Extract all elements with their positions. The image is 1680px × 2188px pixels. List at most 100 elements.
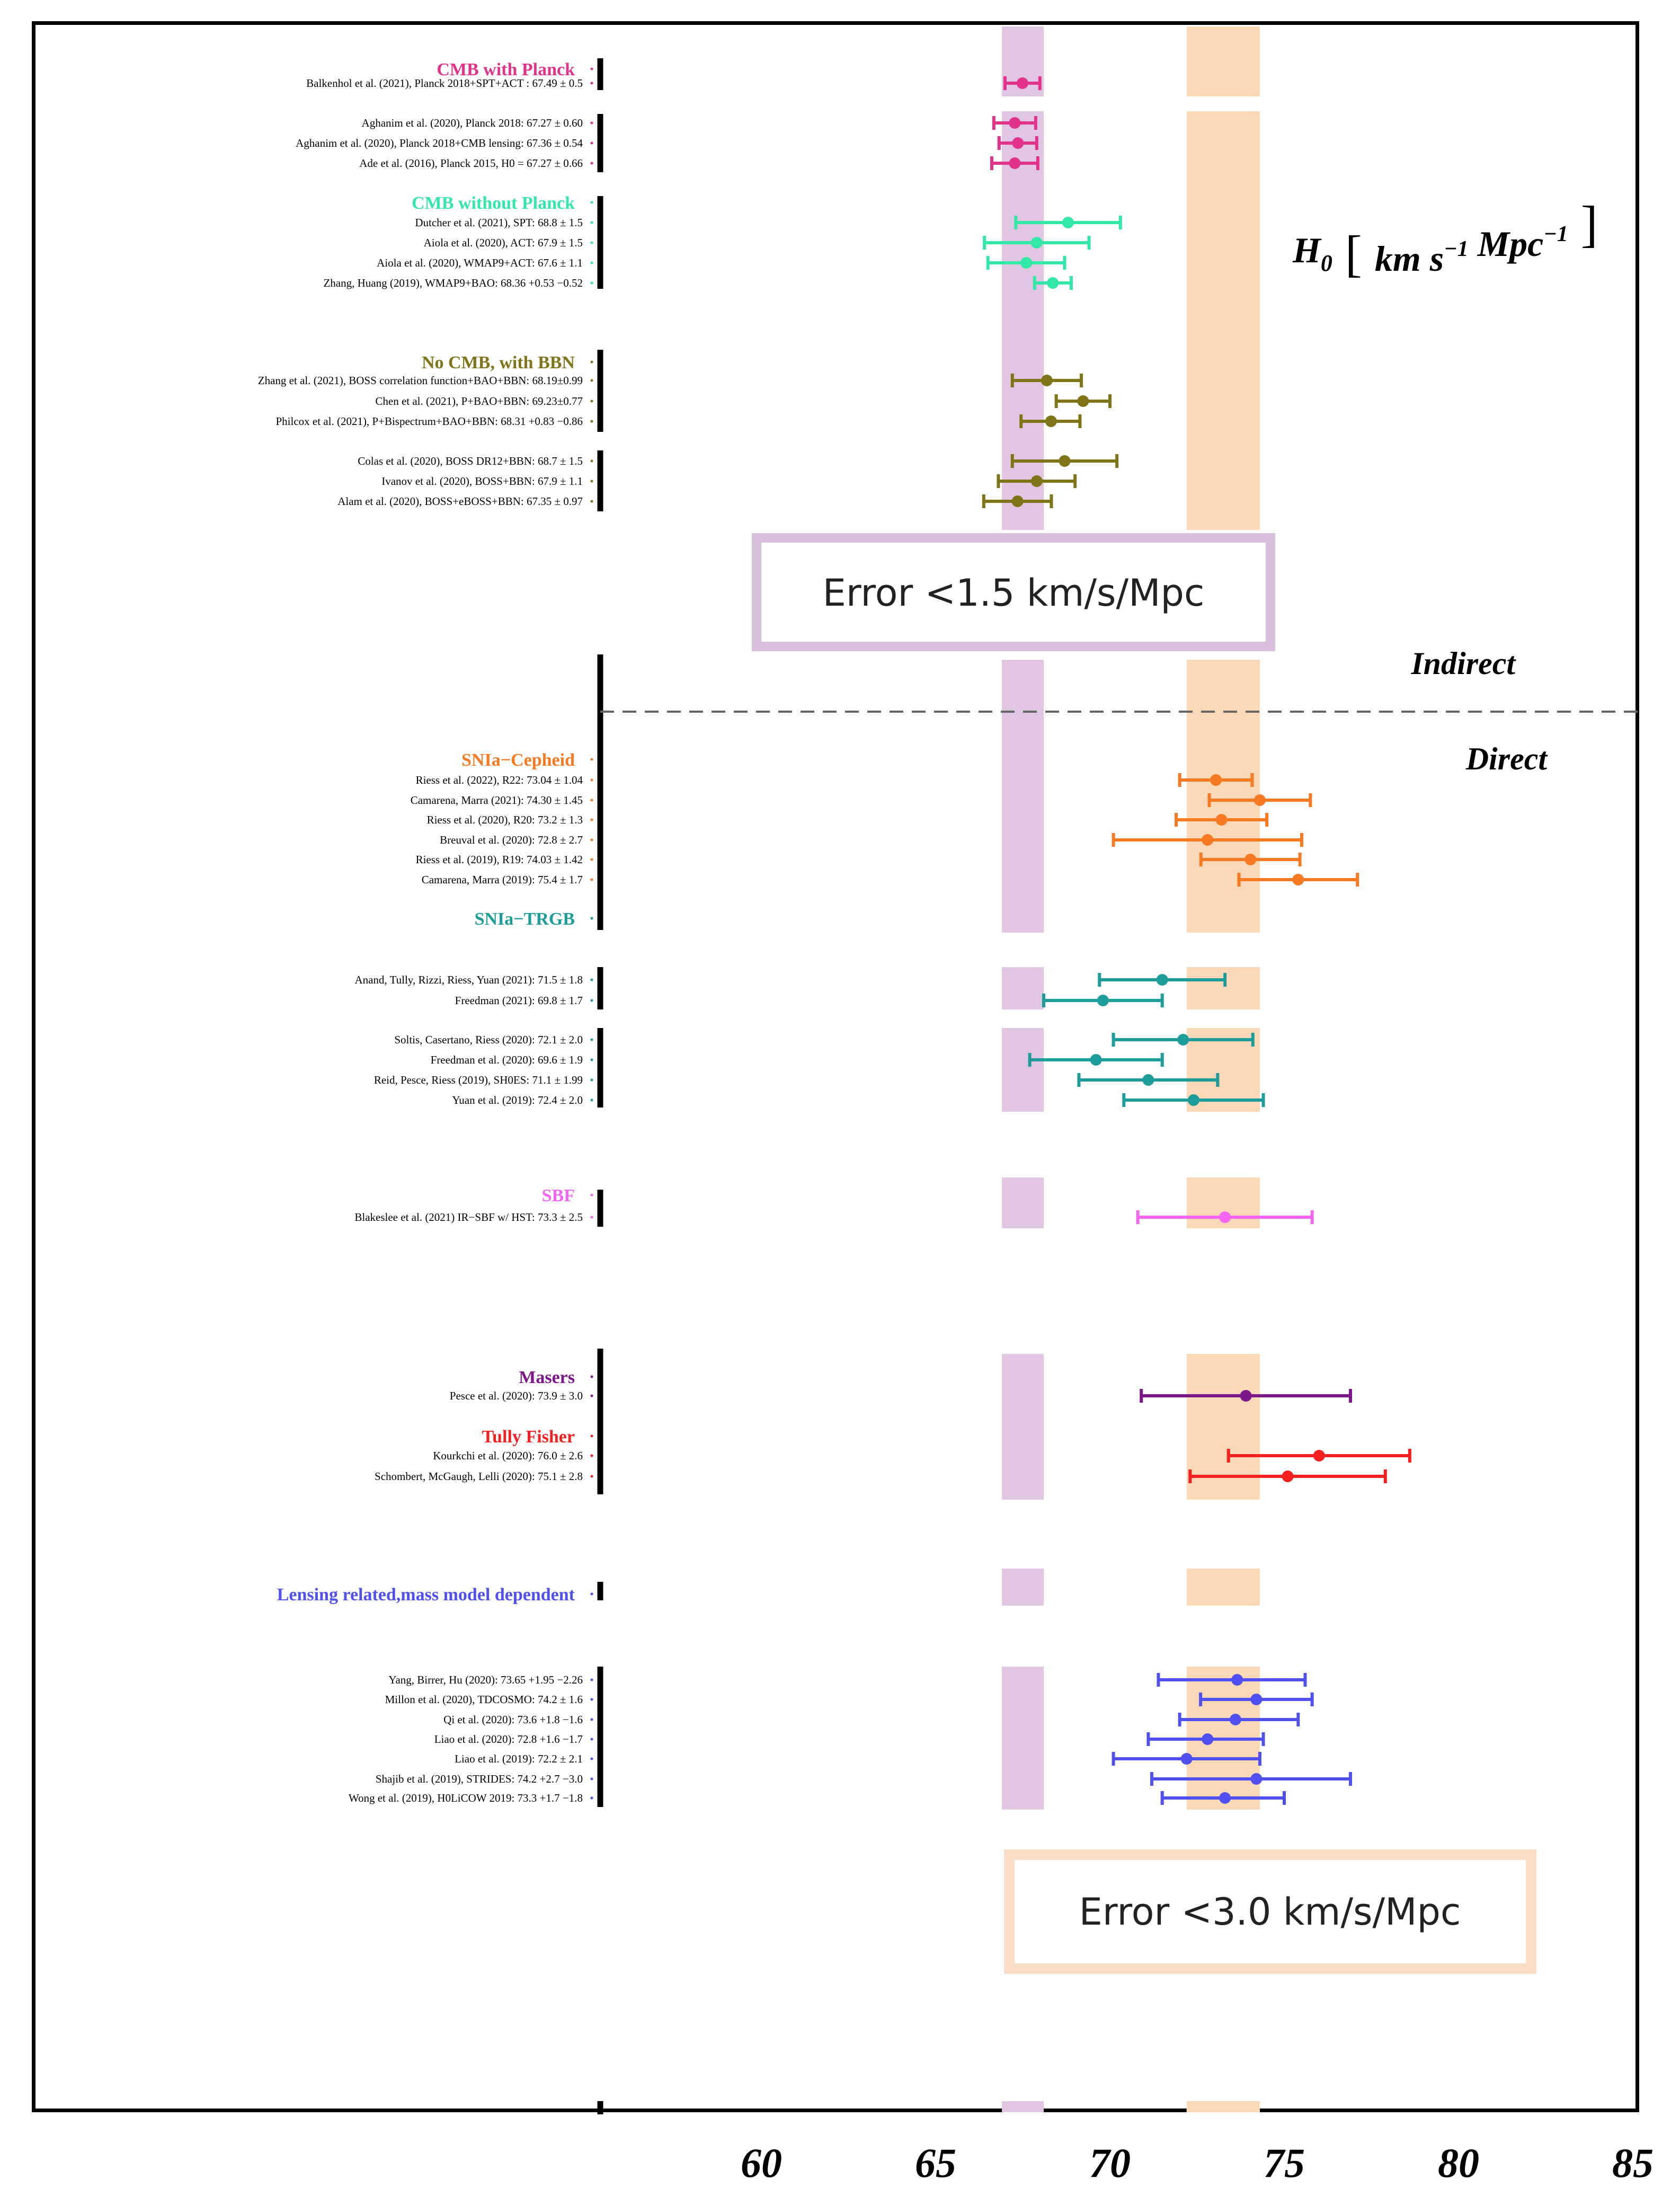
row-label-dot: [590, 999, 593, 1002]
shoes_band-foot: [1186, 2101, 1260, 2112]
row-label: Shajib et al. (2019), STRIDES: 74.2 +2.7…: [376, 1773, 583, 1785]
row-label: Zhang, Huang (2019), WMAP9+BAO: 68.36 +0…: [323, 277, 583, 289]
data-point: [1011, 495, 1024, 507]
group-title-dot-0: [590, 67, 593, 70]
row-label-dot: [590, 480, 593, 483]
planck_band-segment-8: [1002, 1667, 1044, 1810]
data-point: [1030, 475, 1043, 487]
data-point: [1187, 1094, 1199, 1106]
data-point: [1292, 874, 1304, 885]
direct-label: Direct: [1465, 741, 1549, 776]
row-label: Schombert, McGaugh, Lelli (2020): 75.1 ±…: [375, 1470, 583, 1483]
row-label-dot: [590, 1475, 593, 1478]
row-label: Aghanim et al. (2020), Planck 2018: 67.2…: [362, 117, 583, 129]
group-title-6: SNIa−TRGB: [475, 909, 575, 929]
planck_band-segment-2: [1002, 660, 1044, 933]
data-point: [1202, 834, 1214, 846]
row-label: Qi et al. (2020): 73.6 +1.8 −1.6: [443, 1713, 583, 1726]
x-tick-label: 65: [915, 2140, 956, 2186]
data-point: [1059, 455, 1071, 467]
row-label: Wong et al. (2019), H0LiCOW 2019: 73.3 +…: [349, 1792, 583, 1804]
data-point: [1009, 117, 1021, 129]
row-label-dot: [590, 500, 593, 503]
row-label-dot: [590, 1698, 593, 1701]
row-label: Freedman (2021): 69.8 ± 1.7: [455, 994, 583, 1007]
row-label-dot: [590, 978, 593, 981]
row-label: Soltis, Casertano, Riess (2020): 72.1 ± …: [394, 1033, 583, 1046]
group-title-12: Lensing related,mass model dependent: [277, 1585, 575, 1605]
row-label-dot: [590, 221, 593, 224]
row-label: Anand, Tully, Rizzi, Riess, Yuan (2021):…: [354, 973, 583, 986]
row-label-dot: [590, 281, 593, 285]
row-label: Liao et al. (2019): 72.2 ± 2.1: [455, 1752, 583, 1765]
row-label-dot: [590, 420, 593, 423]
h0-units-label: H0 [ km s−1 Mpc−1 ]: [1292, 196, 1598, 282]
group-title-5: SNIa−Cepheid: [461, 750, 575, 770]
data-point: [1245, 854, 1257, 865]
plot-frame: [32, 21, 1639, 2112]
data-point: [1041, 375, 1053, 386]
planck_band-segment-1: [1002, 111, 1044, 530]
row-label-dot: [590, 241, 593, 244]
planck_band-segment-5: [1002, 1177, 1044, 1228]
row-label: Aghanim et al. (2020), Planck 2018+CMB l…: [296, 137, 583, 149]
row-label: Ade et al. (2016), Planck 2015, H0 = 67.…: [359, 157, 583, 170]
row-label: Breuval et al. (2020): 72.8 ± 2.7: [440, 834, 583, 846]
x-tick-label: 75: [1264, 2140, 1305, 2186]
data-point: [1180, 1753, 1193, 1765]
x-tick-label: 80: [1438, 2140, 1479, 2186]
row-label: Camarena, Marra (2021): 74.30 ± 1.45: [411, 794, 583, 807]
row-label-dot: [590, 162, 593, 165]
data-point: [1231, 1674, 1243, 1686]
row-label-dot: [590, 1078, 593, 1082]
planck_band-segment-3: [1002, 967, 1044, 1009]
group-title-0: CMB with Planck: [437, 60, 575, 79]
row-label: Alam et al. (2020), BOSS+eBOSS+BBN: 67.3…: [337, 495, 583, 508]
row-label-dot: [590, 400, 593, 403]
indirect-error-text: Error <1.5 km/s/Mpc: [823, 571, 1205, 615]
data-point: [1045, 415, 1057, 427]
data-point: [1250, 1773, 1263, 1785]
row-label-dot: [590, 121, 593, 125]
row-label-dot: [590, 379, 593, 382]
group-title-dot-6: [590, 917, 593, 920]
row-label: Riess et al. (2020), R20: 73.2 ± 1.3: [427, 813, 583, 826]
row-label: Yang, Birrer, Hu (2020): 73.65 +1.95 −2.…: [388, 1673, 583, 1686]
data-point: [1219, 1211, 1231, 1223]
data-point: [1282, 1471, 1294, 1482]
row-label-dot: [590, 1099, 593, 1102]
bands-layer: [1002, 26, 1260, 2112]
data-point: [1219, 1792, 1231, 1804]
group-title-dot-11: [590, 1434, 593, 1438]
group-title-dot-3: [590, 360, 593, 364]
row-label: Ivanov et al. (2020), BOSS+BBN: 67.9 ± 1…: [381, 475, 583, 488]
row-label: Kourkchi et al. (2020): 76.0 ± 2.6: [433, 1449, 583, 1462]
group-title-dot-5: [590, 758, 593, 761]
row-label: Aiola et al. (2020), WMAP9+ACT: 67.6 ± 1…: [377, 256, 583, 269]
row-label: Camarena, Marra (2019): 75.4 ± 1.7: [422, 873, 583, 886]
planck_band-segment-6: [1002, 1354, 1044, 1500]
row-label-dot: [590, 1394, 593, 1397]
data-point: [1077, 395, 1089, 407]
row-label-dot: [590, 818, 593, 821]
direct-error-text: Error <3.0 km/s/Mpc: [1079, 1890, 1461, 1934]
data-point: [1009, 157, 1021, 169]
row-label: Freedman et al. (2020): 69.6 ± 1.9: [431, 1053, 583, 1066]
data-point: [1210, 774, 1222, 786]
row-label-dot: [590, 1058, 593, 1061]
group-title-dot-9: [590, 1193, 593, 1197]
row-label-dot: [590, 1678, 593, 1681]
data-point: [1156, 974, 1168, 986]
row-label-dot: [590, 1757, 593, 1760]
data-point: [1020, 257, 1033, 269]
row-label: Riess et al. (2019), R19: 74.03 ± 1.42: [416, 853, 583, 866]
row-label-dot: [590, 858, 593, 861]
row-label-dot: [590, 1777, 593, 1780]
data-point: [1215, 814, 1228, 826]
row-label-dot: [590, 1216, 593, 1219]
shoes_band-segment-0: [1186, 26, 1260, 96]
row-label-dot: [590, 1796, 593, 1800]
